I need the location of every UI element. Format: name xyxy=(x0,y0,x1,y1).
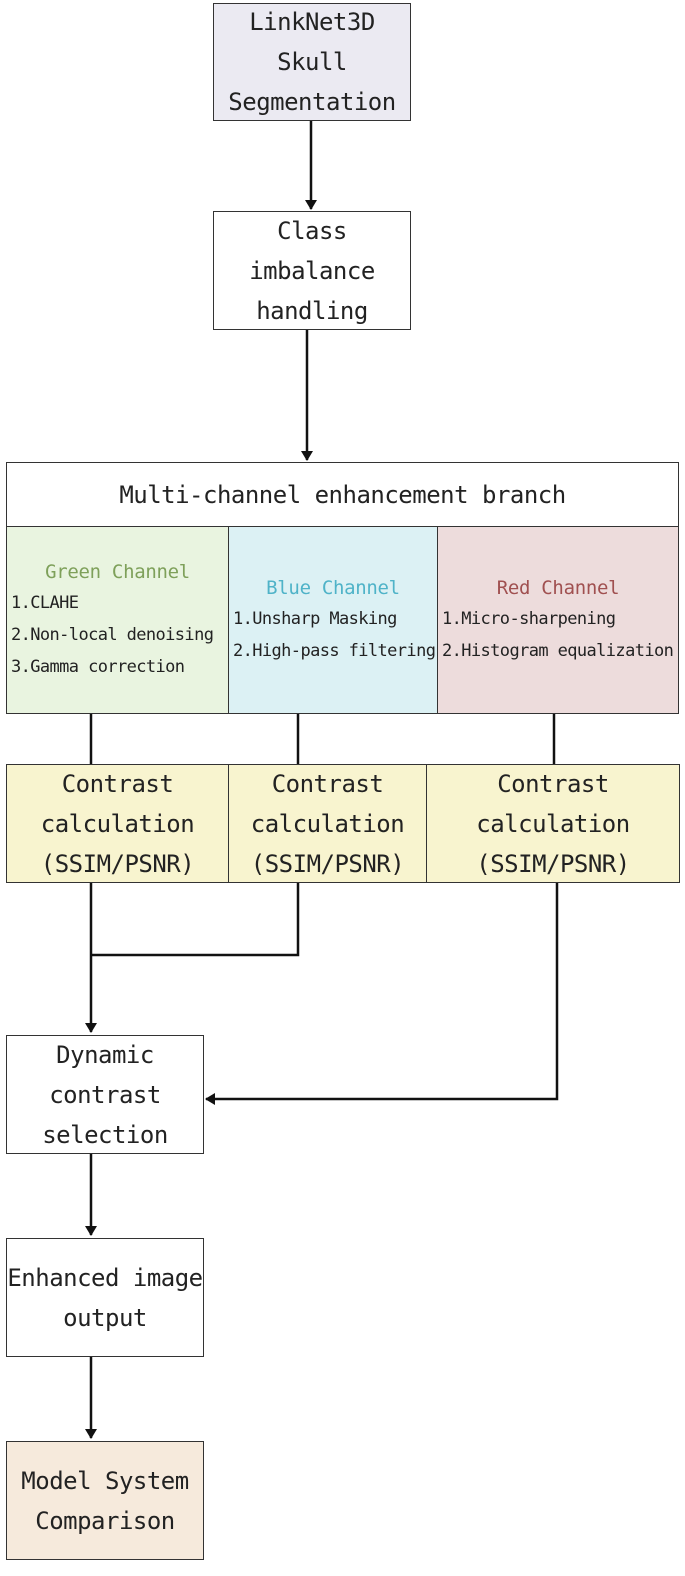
skull-segmentation-line-2: Segmentation xyxy=(228,88,396,116)
red-channel-steps: 1.Micro-sharpening 2.Histogram equalizat… xyxy=(438,603,674,667)
dynamic-selection-line-1: Dynamic xyxy=(56,1040,154,1069)
enhanced-output-node: Enhanced image output xyxy=(6,1238,204,1357)
contrast-red-line-1: Contrast calculation xyxy=(476,769,630,838)
enhanced-output-line-2: output xyxy=(63,1303,147,1332)
contrast-blue-node: Contrast calculation (SSIM/PSNR) xyxy=(228,764,427,883)
blue-step-1: 1.Unsharp Masking xyxy=(233,609,397,629)
green-step-2: 2.Non-local denoising xyxy=(11,625,214,645)
green-step-3: 3.Gamma correction xyxy=(11,657,185,677)
model-comparison-line-1: Model System xyxy=(21,1466,189,1495)
green-channel-title: Green Channel xyxy=(45,561,190,583)
class-imbalance-node: Class imbalance handling xyxy=(213,211,411,330)
skull-segmentation-line-1: LinkNet3D Skull xyxy=(249,8,375,76)
class-imbalance-line-1: Class imbalance xyxy=(249,216,375,285)
skull-segmentation-node: LinkNet3D Skull Segmentation xyxy=(213,3,411,121)
red-channel-title: Red Channel xyxy=(496,577,620,599)
dynamic-selection-line-3: selection xyxy=(42,1120,168,1149)
enhanced-output-line-1: Enhanced image xyxy=(7,1263,203,1292)
contrast-red-node: Contrast calculation (SSIM/PSNR) xyxy=(426,764,680,883)
red-step-2: 2.Histogram equalization xyxy=(442,641,674,661)
edge-blue-contrast-merge xyxy=(91,882,300,957)
blue-channel-node: Blue Channel 1.Unsharp Masking 2.High-pa… xyxy=(228,526,438,714)
model-comparison-line-2: Comparison xyxy=(35,1506,175,1535)
dynamic-selection-line-2: contrast xyxy=(49,1080,161,1109)
contrast-blue-line-2: calculation xyxy=(250,809,405,838)
class-imbalance-line-2: handling xyxy=(256,296,368,325)
green-step-1: 1.CLAHE xyxy=(11,593,79,613)
blue-step-2: 2.High-pass filtering xyxy=(233,641,436,661)
model-comparison-node: Model System Comparison xyxy=(6,1441,204,1560)
contrast-green-line-2: calculation xyxy=(40,809,195,838)
green-channel-node: Green Channel 1.CLAHE 2.Non-local denois… xyxy=(6,526,229,714)
dynamic-selection-node: Dynamic contrast selection xyxy=(6,1035,204,1154)
edge-red-contrast-to-selection xyxy=(205,882,559,1105)
contrast-green-node: Contrast calculation (SSIM/PSNR) xyxy=(6,764,229,883)
blue-channel-title: Blue Channel xyxy=(266,577,400,599)
red-channel-node: Red Channel 1.Micro-sharpening 2.Histogr… xyxy=(437,526,679,714)
contrast-red-line-2: (SSIM/PSNR) xyxy=(476,849,630,878)
green-channel-steps: 1.CLAHE 2.Non-local denoising 3.Gamma co… xyxy=(7,587,214,683)
contrast-blue-line-3: (SSIM/PSNR) xyxy=(250,849,405,878)
contrast-green-line-3: (SSIM/PSNR) xyxy=(40,849,195,878)
enhancement-branch-label: Multi-channel enhancement branch xyxy=(119,480,566,509)
enhancement-branch-header: Multi-channel enhancement branch xyxy=(6,462,679,527)
contrast-green-line-1: Contrast xyxy=(61,769,174,798)
red-step-1: 1.Micro-sharpening xyxy=(442,609,616,629)
blue-channel-steps: 1.Unsharp Masking 2.High-pass filtering xyxy=(229,603,436,667)
contrast-blue-line-1: Contrast xyxy=(271,769,384,798)
